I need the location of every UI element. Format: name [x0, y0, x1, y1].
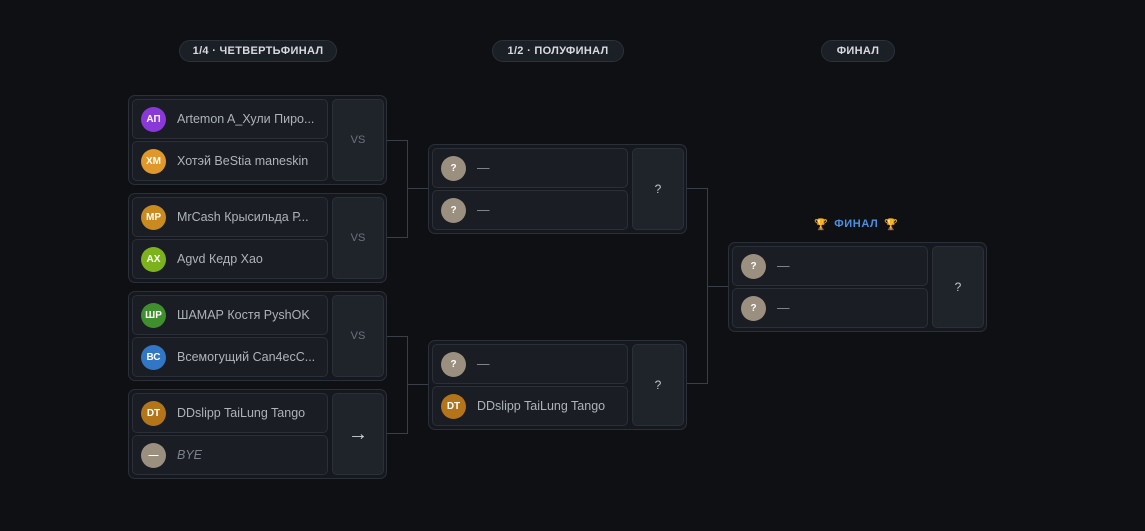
trophy-icon: 🏆 — [814, 218, 829, 231]
player-slot[interactable]: ? — — [732, 246, 928, 286]
player-slot[interactable]: ? — — [432, 148, 628, 188]
player-name: ШАМАР Костя PyshOK — [177, 308, 310, 322]
match-status-button[interactable]: VS — [332, 197, 384, 279]
trophy-icon: 🏆 — [884, 218, 899, 231]
match-status-button[interactable]: ? — [632, 148, 684, 230]
player-name: DDslipp TaiLung Tango — [177, 406, 306, 420]
player-avatar: ? — [441, 351, 466, 377]
player-slot[interactable]: АП Artemon A_Хули Пиро... — [132, 99, 328, 139]
player-name: BYE — [177, 448, 203, 462]
bracket-connector — [408, 384, 429, 385]
semifinal-match-2: ? — DT DDslipp TaiLung Tango ? — [428, 340, 687, 430]
player-avatar: ШР — [141, 302, 166, 328]
player-slot[interactable]: ХМ Хотэй BeStia maneskin — [132, 141, 328, 181]
player-avatar: АХ — [141, 246, 166, 272]
bracket-connector — [708, 286, 729, 287]
final-label: 🏆 ФИНАЛ 🏆 — [814, 216, 904, 232]
player-name: — — [477, 203, 490, 217]
player-name: Хотэй BeStia maneskin — [177, 154, 309, 168]
player-name: — — [477, 161, 490, 175]
player-slot[interactable]: ШР ШАМАР Костя PyshOK — [132, 295, 328, 335]
final-match: ? — ? — ? — [728, 242, 987, 332]
bracket-connector — [687, 188, 708, 384]
player-slot[interactable]: ? — — [732, 288, 928, 328]
match-status-button[interactable]: ? — [632, 344, 684, 426]
player-name: Artemon A_Хули Пиро... — [177, 112, 315, 126]
player-avatar: ? — [741, 253, 766, 279]
player-name: — — [777, 259, 790, 273]
match-status-button[interactable]: ? — [932, 246, 984, 328]
player-name: — — [777, 301, 790, 315]
player-slot[interactable]: DT DDslipp TaiLung Tango — [432, 386, 628, 426]
player-name: Agvd Кедр Хао — [177, 252, 263, 266]
player-slot[interactable]: ? — — [432, 344, 628, 384]
player-slot[interactable]: МР MrCash Крысильда Р... — [132, 197, 328, 237]
player-slot[interactable]: ? — — [432, 190, 628, 230]
round-header-final: ФИНАЛ — [821, 40, 895, 62]
round-header-semifinal: 1/2 · ПОЛУФИНАЛ — [492, 40, 624, 62]
player-avatar: DT — [141, 400, 166, 426]
match-status-button[interactable]: VS — [332, 99, 384, 181]
round-header-quarterfinal: 1/4 · ЧЕТВЕРТЬФИНАЛ — [179, 40, 337, 62]
player-avatar: ХМ — [141, 148, 166, 174]
player-slot[interactable]: — BYE — [132, 435, 328, 475]
bracket-connector — [408, 188, 429, 189]
player-avatar: МР — [141, 204, 166, 230]
player-avatar: АП — [141, 106, 166, 132]
player-name: — — [477, 357, 490, 371]
bracket-connector — [387, 140, 408, 238]
player-name: Всемогущий Can4ecC... — [177, 350, 316, 364]
player-avatar: ? — [441, 155, 466, 181]
quarterfinal-match-2: МР MrCash Крысильда Р... АХ Agvd Кедр Ха… — [128, 193, 387, 283]
quarterfinal-match-4: DT DDslipp TaiLung Tango — BYE → — [128, 389, 387, 479]
player-name: MrCash Крысильда Р... — [177, 210, 309, 224]
player-avatar: DT — [441, 393, 466, 419]
quarterfinal-match-3: ШР ШАМАР Костя PyshOK ВС Всемогущий Can4… — [128, 291, 387, 381]
bracket-connector — [387, 336, 408, 434]
player-avatar: ? — [741, 295, 766, 321]
player-slot[interactable]: ВС Всемогущий Can4ecC... — [132, 337, 328, 377]
advance-arrow-button[interactable]: → — [332, 393, 384, 475]
quarterfinal-match-1: АП Artemon A_Хули Пиро... ХМ Хотэй BeSti… — [128, 95, 387, 185]
player-name: DDslipp TaiLung Tango — [477, 399, 606, 413]
player-avatar: ВС — [141, 344, 166, 370]
semifinal-match-1: ? — ? — ? — [428, 144, 687, 234]
match-status-button[interactable]: VS — [332, 295, 384, 377]
player-avatar: ? — [441, 197, 466, 223]
player-slot[interactable]: АХ Agvd Кедр Хао — [132, 239, 328, 279]
player-slot[interactable]: DT DDslipp TaiLung Tango — [132, 393, 328, 433]
player-avatar: — — [141, 442, 166, 468]
final-label-text: ФИНАЛ — [834, 218, 879, 230]
